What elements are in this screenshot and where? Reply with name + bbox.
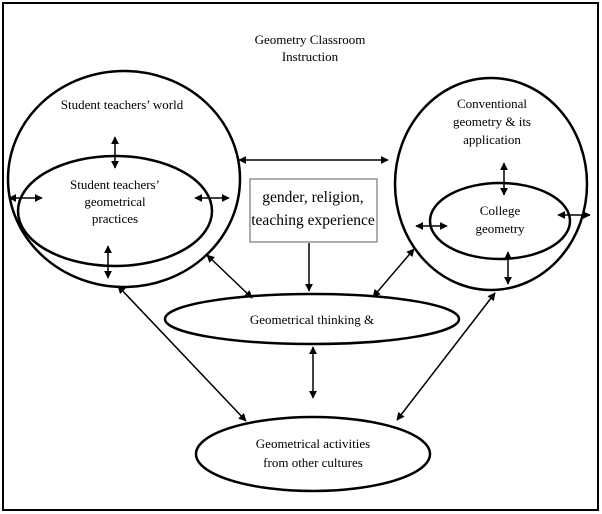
arrow-world-to-activities — [117, 285, 247, 422]
student-world-label: Student teachers’ world — [61, 97, 184, 112]
college-geometry-line-1: College — [480, 203, 521, 218]
arrow-world-to-thinking — [206, 254, 253, 299]
title-line-2: Instruction — [282, 49, 339, 64]
conventional-geometry-circle — [393, 76, 589, 292]
factors-line-1: gender, religion, — [262, 189, 363, 206]
factors-line-2: teaching experience — [251, 212, 375, 229]
arrow-conventional-to-activities — [396, 292, 496, 421]
geometrical-thinking-label: Geometrical thinking & — [250, 312, 374, 327]
conventional-line-1: Conventional — [457, 96, 527, 111]
factors-box — [249, 178, 378, 243]
cultural-activities-ellipse — [194, 415, 432, 493]
student-practices-line-1: Student teachers’ — [70, 177, 160, 192]
college-geometry-line-2: geometry — [475, 221, 525, 236]
arrow-conventional-to-thinking — [372, 248, 415, 298]
conventional-line-3: application — [463, 132, 521, 147]
student-practices-line-3: practices — [92, 211, 138, 226]
title-line-1: Geometry Classroom — [255, 32, 366, 47]
conventional-line-2: geometry & its — [453, 114, 531, 129]
student-practices-line-2: geometrical — [84, 194, 146, 209]
cultural-activities-line-2: from other cultures — [263, 455, 363, 470]
cultural-activities-line-1: Geometrical activities — [256, 436, 370, 451]
